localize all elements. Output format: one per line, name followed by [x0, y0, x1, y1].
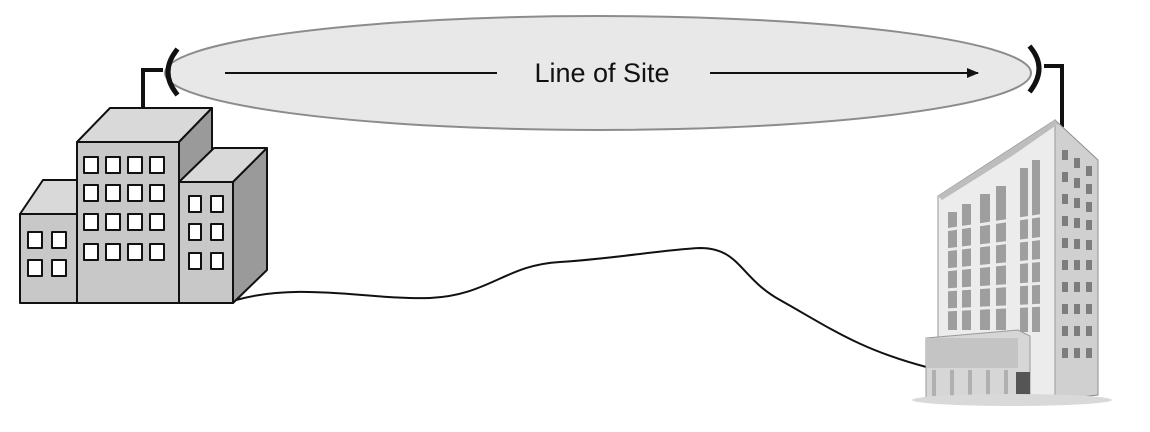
building-windows [27, 156, 224, 277]
right-block-front [178, 181, 234, 304]
high-rise-tower-icon [912, 118, 1112, 406]
right-dish-antenna-icon [1027, 44, 1064, 127]
tower-floor-lines [944, 213, 1046, 312]
line-of-sight-ellipse [164, 15, 1032, 131]
line-of-site-label: Line of Site [534, 58, 669, 88]
right-block-side [232, 147, 268, 304]
tower-podium-band [926, 338, 1018, 368]
tower-podium-pillars [932, 370, 1008, 396]
left-block-front [19, 213, 78, 304]
tower-side-windows [1062, 150, 1092, 358]
office-building-icon [19, 107, 268, 304]
left-block-top [19, 179, 81, 215]
tower-ground-shadow [912, 394, 1112, 406]
tower-roof [938, 120, 1058, 200]
tower-entrance [1016, 372, 1030, 398]
terrain-line [235, 246, 931, 369]
